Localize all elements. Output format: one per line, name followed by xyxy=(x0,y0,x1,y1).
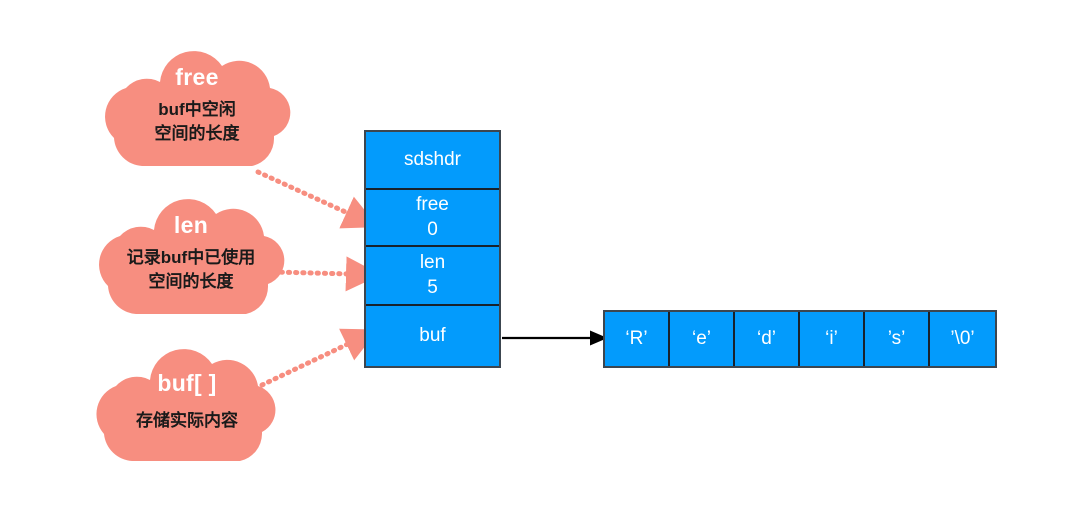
char-cell-3: ‘i’ xyxy=(800,312,865,366)
cloud-buf-title: buf[ ] xyxy=(157,370,217,396)
connector-len-to-row xyxy=(271,256,381,292)
char-cell-2: ‘d’ xyxy=(735,312,800,366)
cloud-free-content: free buf中空闲 空间的长度 xyxy=(102,66,292,146)
char-cell-5: ’\0’ xyxy=(930,312,995,366)
cloud-buf-content: buf[ ] 存储实际内容 xyxy=(92,372,282,433)
sdshdr-struct-box: sdshdr free 0 len 5 buf xyxy=(364,130,501,368)
char-cell-1: ‘e’ xyxy=(670,312,735,366)
struct-row-free-label: free xyxy=(416,193,449,215)
cloud-buf-shape xyxy=(96,349,276,461)
cloud-len-content: len 记录buf中已使用 空间的长度 xyxy=(96,214,286,294)
cloud-buf: buf[ ] 存储实际内容 xyxy=(92,344,282,464)
struct-row-buf: buf xyxy=(366,306,499,366)
cloud-len-description: 记录buf中已使用 空间的长度 xyxy=(126,248,256,292)
cloud-len-shape xyxy=(99,199,285,314)
cloud-free-shape xyxy=(105,51,291,166)
cloud-buf-description: 存储实际内容 xyxy=(136,411,238,430)
cloud-free-title: free xyxy=(175,64,219,90)
connector-buf-to-row xyxy=(259,328,379,388)
char-cell-0: ‘R’ xyxy=(605,312,670,366)
struct-row-len-value: 5 xyxy=(427,276,438,298)
cloud-free: free buf中空闲 空间的长度 xyxy=(102,44,292,169)
struct-row-buf-label: buf xyxy=(419,324,446,346)
struct-row-sdshdr: sdshdr xyxy=(366,132,499,190)
connector-free-to-row xyxy=(255,169,379,229)
struct-row-len: len 5 xyxy=(366,247,499,306)
char-cell-4: ’s’ xyxy=(865,312,930,366)
struct-row-free: free 0 xyxy=(366,190,499,247)
cloud-len-title: len xyxy=(173,212,209,238)
struct-row-sdshdr-label: sdshdr xyxy=(403,148,462,170)
struct-row-len-label: len xyxy=(419,251,446,273)
char-array: ‘R’ ‘e’ ‘d’ ‘i’ ’s’ ’\0’ xyxy=(603,310,997,368)
struct-row-free-value: 0 xyxy=(427,218,438,240)
cloud-free-description: buf中空闲 空间的长度 xyxy=(154,100,240,144)
cloud-len: len 记录buf中已使用 空间的长度 xyxy=(96,192,286,317)
